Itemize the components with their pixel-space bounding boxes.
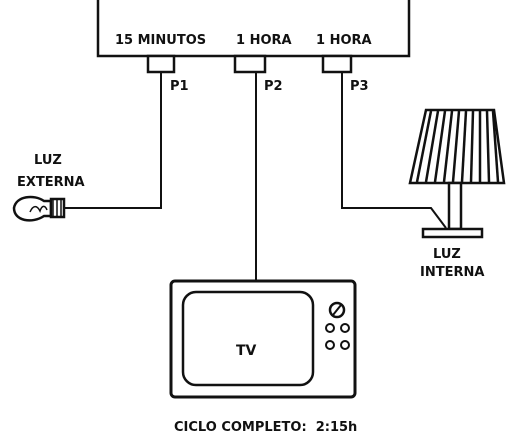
internal-light-label-2: INTERNA: [420, 265, 484, 280]
tv-label: TV: [236, 343, 257, 359]
cycle-total: CICLO COMPLETO: 2:15h: [174, 420, 357, 435]
slot-p1-duration: 15 MINUTOS: [115, 33, 206, 48]
lamp-icon: [408, 108, 506, 239]
timer-box: 15 MINUTOS 1 HORA 1 HORA: [96, 0, 411, 58]
wires: [64, 72, 447, 281]
plug-p3: [321, 54, 353, 74]
plug-p1: [146, 54, 176, 74]
plug-p2: [233, 54, 267, 74]
wire-p3-internal-light: [341, 72, 447, 229]
port-label-p1: P1: [170, 79, 189, 94]
internal-light-label-1: LUZ: [433, 247, 461, 262]
port-label-p2: P2: [264, 79, 283, 94]
slot-p2-duration: 1 HORA: [236, 33, 292, 48]
tv-icon: [169, 279, 357, 399]
port-label-p3: P3: [350, 79, 369, 94]
slot-p3-duration: 1 HORA: [316, 33, 372, 48]
external-light-label-1: LUZ: [34, 153, 62, 168]
light-bulb-icon: [12, 195, 66, 222]
wire-p1-external-light: [64, 72, 162, 209]
external-light-label-2: EXTERNA: [17, 175, 85, 190]
